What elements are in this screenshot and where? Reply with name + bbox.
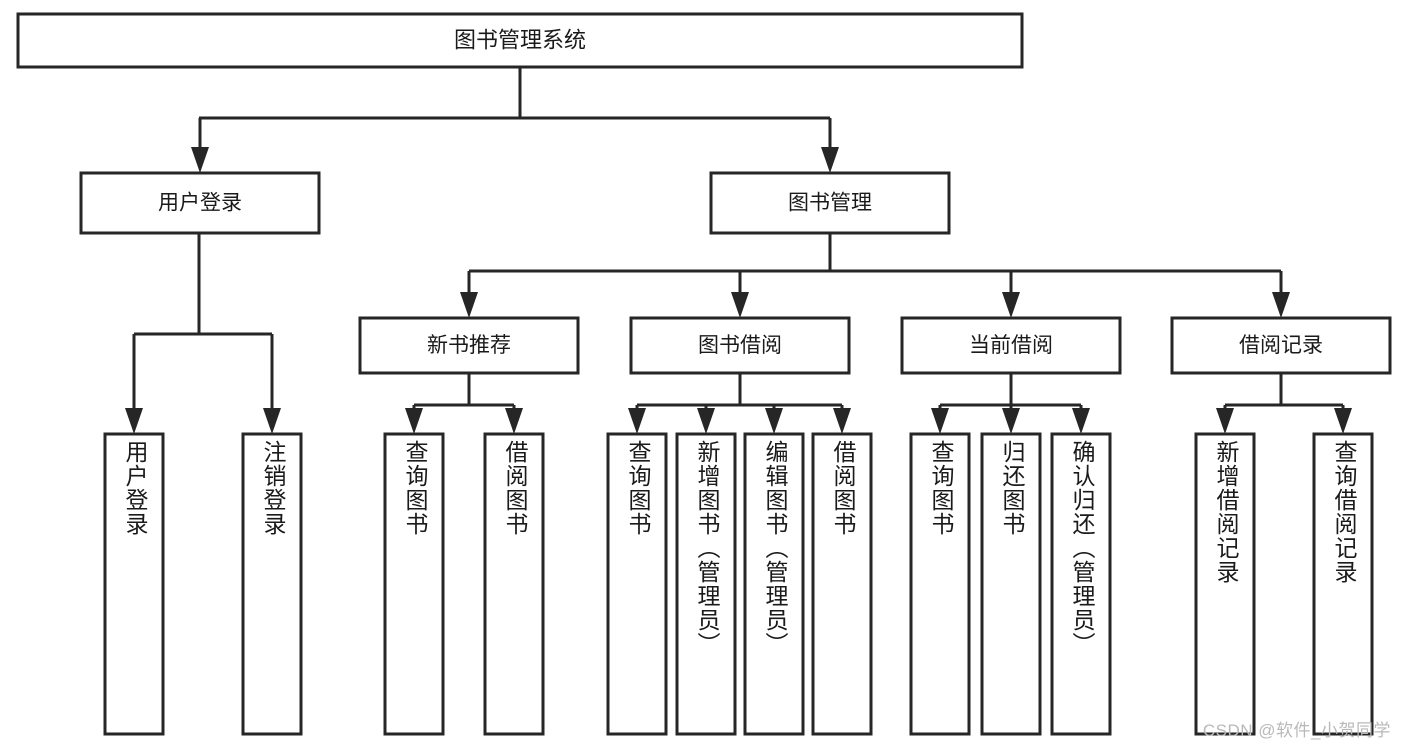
arrow-down-icon [765, 408, 783, 434]
node-box-leaf-2 [383, 432, 445, 736]
node-box-level3-3 [1170, 316, 1392, 375]
node-box-leaf-7 [811, 432, 873, 736]
arrow-down-icon [1002, 408, 1020, 434]
arrow-down-icon [628, 408, 646, 434]
node-box-leaf-11 [1194, 432, 1256, 736]
node-box-level2-1 [709, 171, 951, 235]
node-box-level3-0 [358, 316, 580, 375]
arrow-down-icon [405, 408, 423, 434]
arrow-down-icon [191, 147, 209, 173]
root-node-label: 图书管理系统 [454, 27, 586, 52]
node-box-layer [16, 12, 1392, 736]
node-box-level3-1 [629, 316, 851, 375]
arrow-down-icon [1072, 408, 1090, 434]
node-box-leaf-9 [980, 432, 1042, 736]
level3-node-label: 当前借阅 [969, 334, 1053, 357]
arrow-down-icon [931, 408, 949, 434]
level2-node-label: 用户登录 [158, 192, 242, 215]
node-box-leaf-5 [675, 432, 737, 736]
arrow-down-icon [697, 408, 715, 434]
node-box-level3-2 [900, 316, 1122, 375]
level3-node-label: 新书推荐 [427, 334, 511, 357]
node-box-leaf-3 [483, 432, 545, 736]
node-box-leaf-12 [1312, 432, 1374, 736]
arrow-down-icon [731, 292, 749, 318]
arrow-down-icon [1334, 408, 1352, 434]
arrow-down-icon [460, 292, 478, 318]
arrow-down-icon [263, 408, 281, 434]
node-box-leaf-4 [606, 432, 668, 736]
arrow-down-icon [505, 408, 523, 434]
arrow-down-icon [125, 408, 143, 434]
arrow-down-icon [821, 147, 839, 173]
connector-layer [125, 67, 1352, 434]
node-box-leaf-10 [1050, 432, 1112, 736]
node-box-root [16, 12, 1024, 69]
level2-node-label: 图书管理 [788, 192, 872, 215]
node-box-leaf-1 [241, 432, 303, 736]
arrow-down-icon [833, 408, 851, 434]
node-box-leaf-6 [743, 432, 805, 736]
level3-node-label: 图书借阅 [698, 334, 782, 357]
arrow-down-icon [1002, 292, 1020, 318]
csdn-watermark: CSDN @软件_小贺同学 [1202, 721, 1391, 740]
arrow-down-icon [1272, 292, 1290, 318]
level3-node-label: 借阅记录 [1239, 334, 1323, 357]
node-box-leaf-8 [909, 432, 971, 736]
arrow-down-icon [1216, 408, 1234, 434]
node-box-level2-0 [79, 171, 321, 235]
node-box-leaf-0 [103, 432, 165, 736]
